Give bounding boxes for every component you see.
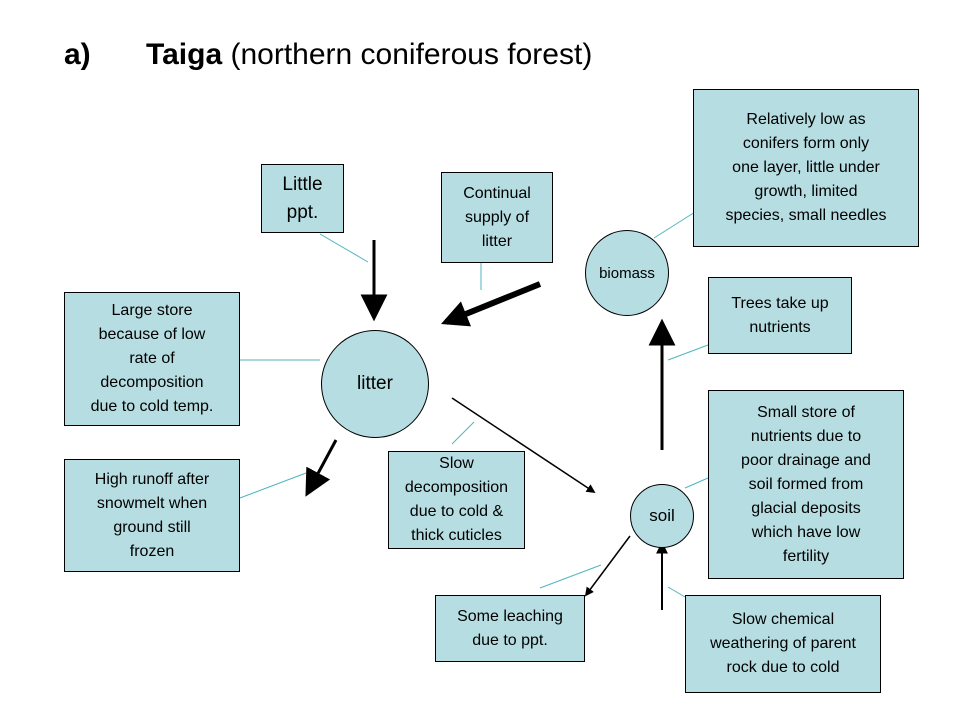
note-line: ground still bbox=[113, 518, 191, 536]
note-line: Trees take up bbox=[731, 294, 829, 312]
note-line: nutrients due to bbox=[750, 427, 862, 445]
connector-slow-decomposition bbox=[451, 421, 475, 445]
note-line: fertility bbox=[782, 547, 830, 565]
note-line: growth, limited bbox=[754, 183, 858, 200]
note-line: one layer, little under bbox=[732, 159, 880, 176]
connector-little-ppt bbox=[319, 233, 369, 263]
small-store-note: Small store of nutrients due to poor dra… bbox=[708, 390, 904, 579]
note-line: glacial deposits bbox=[751, 499, 861, 517]
connector-small-store bbox=[684, 477, 709, 489]
relatively-low-note: Relatively low as conifers form only one… bbox=[693, 89, 919, 247]
note-line: Little bbox=[282, 173, 323, 195]
note-line: thick cuticles bbox=[411, 527, 502, 544]
high-runoff-note: High runoff after snowmelt when ground s… bbox=[64, 459, 240, 572]
note-line: ppt. bbox=[286, 201, 319, 223]
note-line: High runoff after bbox=[94, 470, 210, 488]
litter-store: litter bbox=[321, 330, 429, 438]
note-line: decomposition bbox=[404, 479, 509, 496]
note-line: Large store bbox=[111, 302, 193, 319]
note-line: conifers form only bbox=[742, 135, 870, 152]
title-description: (northern coniferous forest) bbox=[222, 38, 593, 71]
litter-label: litter bbox=[357, 373, 393, 394]
note-line: Slow bbox=[439, 455, 474, 472]
note-line: Slow chemical bbox=[731, 611, 835, 628]
connector-some-leaching bbox=[539, 564, 602, 589]
trees-take-up-note: Trees take up nutrients bbox=[708, 277, 852, 354]
note-line: rate of bbox=[129, 350, 175, 367]
arrow-litter-to-soil bbox=[451, 397, 596, 493]
note-line: Continual bbox=[463, 184, 531, 202]
biomass-label: biomass bbox=[599, 264, 655, 282]
note-line: because of low bbox=[98, 326, 206, 343]
note-line: due to ppt. bbox=[472, 631, 548, 649]
arrow-litterfall-to-litter bbox=[440, 281, 542, 327]
soil-store: soil bbox=[630, 484, 694, 548]
note-line: which have low bbox=[751, 523, 861, 541]
note-line: snowmelt when bbox=[96, 494, 208, 512]
note-line: frozen bbox=[129, 542, 175, 560]
note-line: due to cold temp. bbox=[90, 398, 214, 415]
some-leaching-note: Some leaching due to ppt. bbox=[435, 595, 585, 662]
title-ecosystem: Taiga bbox=[146, 38, 223, 71]
note-line: rock due to cold bbox=[726, 659, 840, 676]
note-line: litter bbox=[481, 232, 513, 250]
note-line: supply of bbox=[464, 208, 530, 226]
title-label: a) bbox=[64, 38, 91, 71]
note-line: species, small needles bbox=[725, 207, 887, 224]
biomass-store: biomass bbox=[585, 230, 669, 316]
note-line: Small store of bbox=[757, 403, 855, 421]
soil-label: soil bbox=[649, 506, 675, 525]
connector-slow-chemical bbox=[667, 586, 686, 598]
slow-decomposition-note: Slow decomposition due to cold & thick c… bbox=[388, 451, 525, 549]
connector-high-runoff bbox=[239, 472, 307, 499]
note-line: Relatively low as bbox=[746, 111, 866, 128]
connector-trees-take-up bbox=[667, 344, 709, 361]
arrow-litter-runoff bbox=[305, 439, 338, 497]
note-line: weathering of parent bbox=[710, 635, 856, 652]
continual-supply-note: Continual supply of litter bbox=[441, 172, 553, 263]
large-store-note: Large store because of low rate of decom… bbox=[64, 292, 240, 426]
slow-chemical-note: Slow chemical weathering of parent rock … bbox=[685, 595, 881, 693]
note-line: nutrients bbox=[749, 318, 811, 336]
note-line: Some leaching bbox=[457, 607, 563, 625]
note-line: poor drainage and bbox=[741, 451, 871, 469]
note-line: decomposition bbox=[100, 374, 204, 391]
little-ppt-note: Little ppt. bbox=[261, 164, 344, 233]
slide-title: a) Taiga (northern coniferous forest) bbox=[64, 38, 592, 72]
note-line: due to cold & bbox=[409, 503, 504, 520]
note-line: soil formed from bbox=[748, 475, 864, 493]
arrow-soil-leaching bbox=[584, 535, 631, 597]
